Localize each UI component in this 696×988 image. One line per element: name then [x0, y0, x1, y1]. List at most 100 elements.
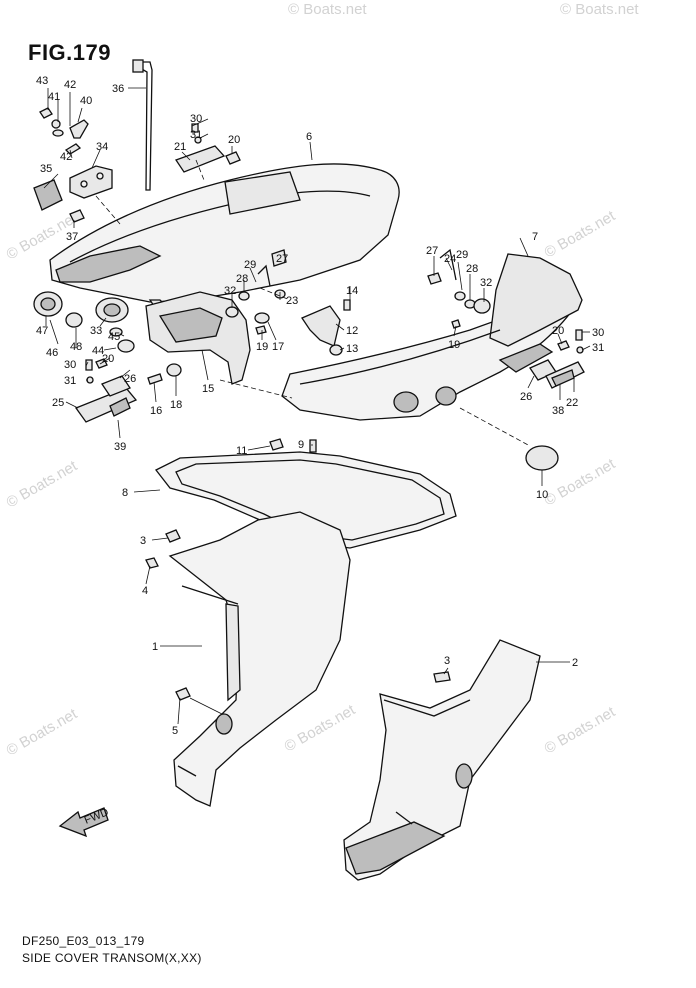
callout-45: 45: [108, 331, 120, 343]
cap-10: [525, 445, 559, 471]
callout-12: 12: [346, 325, 358, 337]
latch-lever-left: [74, 359, 138, 423]
watermark: © Boats.net: [542, 703, 619, 757]
callout-40: 40: [80, 95, 92, 107]
callout-48: 48: [70, 341, 82, 353]
callout-30-left: 30: [64, 359, 76, 371]
callout-26-left: 26: [124, 373, 136, 385]
callout-23: 23: [286, 295, 298, 307]
callout-25: 25: [52, 397, 64, 409]
callout-30-right: 30: [592, 327, 604, 339]
callout-35: 35: [40, 163, 52, 175]
callout-2: 2: [572, 657, 578, 669]
callout-36: 36: [112, 83, 124, 95]
callout-3-left: 3: [140, 535, 146, 547]
callout-10: 10: [536, 489, 548, 501]
callout-31-right: 31: [592, 342, 604, 354]
callout-43: 43: [36, 75, 48, 87]
callout-18: 18: [170, 399, 182, 411]
callout-17: 17: [272, 341, 284, 353]
clip-3-left: [165, 529, 181, 543]
watermark: © Boats.net: [4, 705, 81, 759]
latch-hardware-upper-left: [39, 107, 89, 155]
callout-31-top: 31: [190, 129, 202, 141]
hardware-group-right: [427, 248, 491, 329]
callout-11: 11: [236, 445, 247, 457]
grommet-47: [33, 291, 83, 328]
callout-31-left: 31: [64, 375, 76, 387]
leader-lines: [43, 87, 591, 725]
callout-27-left: 27: [276, 253, 288, 265]
callout-20-right: 20: [552, 325, 564, 337]
callout-9: 9: [298, 439, 304, 451]
callout-26-right: 26: [520, 391, 532, 403]
callout-28-left: 28: [236, 273, 248, 285]
callout-41: 41: [48, 91, 60, 103]
callout-20-left: 20: [102, 353, 114, 365]
callout-5: 5: [172, 725, 178, 737]
callout-3-right: 3: [444, 655, 450, 667]
lower-channel-bracket: [145, 291, 251, 385]
watermark: © Boats.net: [282, 701, 359, 755]
latch-plate: [33, 179, 63, 211]
callout-29-right: 29: [456, 249, 468, 261]
figure-caption: SIDE COVER TRANSOM(X,XX): [22, 951, 202, 965]
callout-4: 4: [142, 585, 148, 597]
callout-29-left: 29: [244, 259, 256, 271]
callout-20-top: 20: [228, 134, 240, 146]
watermark: © Boats.net: [542, 207, 619, 261]
callout-42-bottom: 42: [60, 151, 72, 163]
bracket-12: [301, 299, 351, 356]
callout-24: 24: [444, 253, 456, 265]
latch-lever-upper: [174, 123, 241, 173]
bolt-16: [147, 363, 182, 385]
callout-13: 13: [346, 343, 358, 355]
callout-30-top: 30: [190, 113, 202, 125]
callout-27-right: 27: [426, 245, 438, 257]
screw-4: [145, 557, 159, 569]
callout-37: 37: [66, 231, 78, 243]
part-rod: [132, 59, 153, 191]
watermark: © Boats.net: [4, 457, 81, 511]
callout-47: 47: [36, 325, 48, 337]
bracket-left: [69, 165, 113, 199]
bolt-5: [175, 687, 227, 717]
lower-side-cover-right: [343, 639, 541, 881]
callout-22: 22: [566, 397, 578, 409]
callout-32-left: 32: [224, 285, 236, 297]
latch-lever-right: [529, 329, 585, 389]
alignment-lines: [95, 159, 531, 447]
callout-34: 34: [96, 141, 108, 153]
figure-title: FIG.179: [28, 40, 111, 65]
figure-code: DF250_E03_013_179: [22, 934, 145, 948]
callout-15: 15: [202, 383, 214, 395]
callout-16: 16: [150, 405, 162, 417]
callout-7: 7: [532, 231, 538, 243]
callout-8: 8: [122, 487, 128, 499]
callout-38: 38: [552, 405, 564, 417]
lower-side-cover-left: [168, 511, 351, 807]
watermark: © Boats.net: [560, 1, 639, 18]
fastener-17: [254, 312, 270, 335]
callout-42-top: 42: [64, 79, 76, 91]
callout-1: 1: [152, 641, 158, 653]
callout-46: 46: [46, 347, 58, 359]
callout-33: 33: [90, 325, 102, 337]
callout-39: 39: [114, 441, 126, 453]
forward-direction-arrow: FWD: [58, 806, 110, 838]
upper-cover-right: [281, 253, 583, 421]
callout-numbers: 36 43 41 42 40 42 34 35 37 30 31 20 21 6…: [36, 75, 604, 737]
screws-9-11: [269, 438, 317, 453]
screw-37: [69, 209, 85, 223]
callout-19-right: 19: [448, 339, 460, 351]
callout-44: 44: [92, 345, 104, 357]
callout-19-left: 19: [256, 341, 268, 353]
callout-28-right: 28: [466, 263, 478, 275]
callout-21: 21: [174, 141, 186, 153]
clip-3-right: [433, 671, 451, 683]
callout-32-right: 32: [480, 277, 492, 289]
watermark: © Boats.net: [288, 1, 367, 18]
gasket-frame: [155, 451, 457, 549]
callout-14: 14: [346, 285, 358, 297]
